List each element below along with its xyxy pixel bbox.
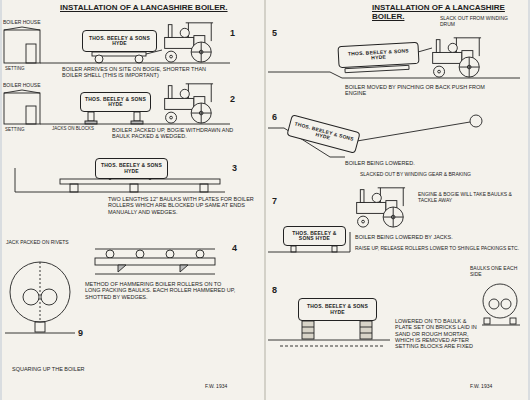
boiler-shell: THOS. BEELEY & SONS HYDE [80, 92, 151, 112]
step-number: 4 [232, 243, 246, 253]
caption-note: SLACK OUT FROM WINDING DRUM [440, 16, 522, 28]
caption-note: F.W. 1934 [205, 384, 255, 390]
caption-note: METHOD OF HAMMERING BOILER ROLLERS ON TO… [85, 281, 237, 300]
step-number: 2 [230, 94, 244, 104]
caption-note: BOILER ARRIVES ON SITE ON BOGIE, SHORTER… [62, 66, 227, 79]
boiler-shell: THOS. BEELEY & SONS HYDE [95, 158, 168, 179]
boiler-setting [268, 321, 390, 346]
caption-note: BOILER HOUSE [3, 20, 48, 26]
step-number: 6 [272, 112, 286, 122]
caption-note: SLACKED OUT BY WINDING GEAR & BRAKING [360, 172, 490, 178]
caption-note: F.W. 1934 [470, 384, 520, 390]
traction-engine [357, 188, 405, 227]
boiler-house [4, 27, 40, 63]
caption-note: TWO LENGTHS 12" BAULKS WITH PLATES FOR B… [108, 196, 260, 215]
maker-name: THOS. BEELEY & SONS HYDE [99, 163, 164, 174]
caption-note: BOILER BEING LOWERED BY JACKS. [355, 234, 505, 240]
roller-detail [95, 249, 215, 274]
caption-note: BOILER MOVED BY PINCHING OR BACK PUSH FR… [345, 84, 485, 97]
caption-note: BAULKS ONE EACH SIDE [470, 266, 526, 278]
caption-note: SETTING [5, 127, 45, 132]
caption-note: SQUARING UP THE BOILER [12, 366, 112, 372]
traction-engine [433, 38, 481, 77]
step-number: 7 [272, 196, 286, 206]
fold-line [264, 0, 266, 400]
maker-name: THOS. BEELEY & SONS HYDE [86, 36, 153, 47]
boiler-end-view [482, 284, 520, 325]
boiler-shell: THOS. BEELEY & SONS HYDE [283, 226, 346, 246]
maker-name: THOS. BEELEY & SONS HYDE [84, 97, 147, 108]
caption-note: JACK PACKED ON RIVETS [6, 240, 78, 246]
step-number: 8 [272, 285, 286, 295]
maker-name: THOS. BEELEY & SONS HYDE [302, 304, 373, 315]
step-number: 3 [232, 163, 246, 173]
traction-engine [165, 84, 213, 123]
caption-note: BOILER JACKED UP, BOGIE WITHDRAWN AND BA… [112, 127, 242, 140]
boiler-end-view [5, 262, 75, 333]
caption-note: BOILER BEING LOWERED. [345, 160, 465, 166]
boiler-shell: THOS. BEELEY & SONS HYDE [82, 30, 157, 52]
caption-note: ENGINE & BOGIE WILL TAKE BAULKS & TACKLE… [418, 192, 518, 204]
step-number: 1 [230, 28, 244, 38]
ground-line [40, 124, 230, 125]
sheet-title: INSTALLATION OF A LANCASHIRE BOILER. [60, 3, 230, 12]
step-number: 9 [78, 328, 92, 338]
step-number: 5 [272, 28, 286, 38]
caption-note: BOILER HOUSE [3, 83, 48, 89]
ground-line [40, 63, 230, 64]
boiler-shell: THOS. BEELEY & SONS HYDE [298, 298, 377, 321]
boiler-house [4, 90, 40, 124]
boiler-shell: THOS. BEELEY & SONS HYDE [337, 42, 419, 68]
traction-engine [165, 23, 213, 62]
caption-note: JACKS ON BLOCKS [52, 126, 110, 131]
winding-rope [357, 122, 470, 141]
caption-note: RAISE UP, RELEASE ROLLERS LOWER TO SHING… [355, 246, 520, 252]
maker-name: THOS. BEELEY & SONS HYDE [287, 231, 342, 242]
jacks [85, 112, 143, 124]
lowering-pit [268, 115, 482, 157]
caption-note: LOWERED ON TO BAULK & PLATE SET ON BRICK… [395, 318, 480, 350]
maker-name: THOS. BEELEY & SONS HYDE [342, 48, 415, 63]
caption-note: SETTING [5, 66, 45, 71]
winding-drum [470, 115, 482, 127]
